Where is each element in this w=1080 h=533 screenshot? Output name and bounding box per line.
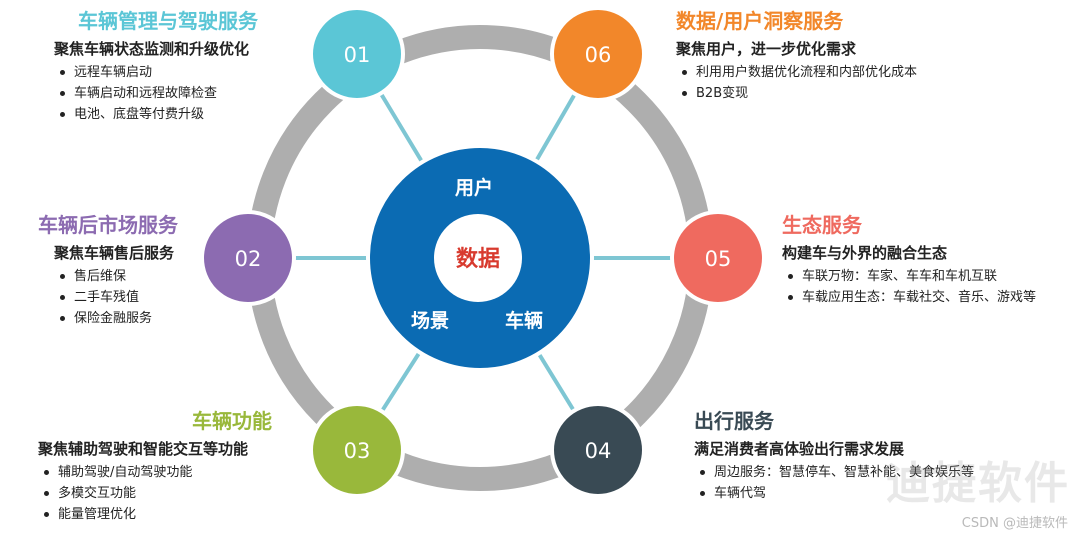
node-02: 02 [200,210,296,306]
bullet-item: 电池、底盘等付费升级 [60,104,258,125]
center-left-label: 场景 [411,310,449,332]
service-title-04: 出行服务 [694,409,774,433]
bullet-item: 周边服务：智慧停车、智慧补能、美食娱乐等 [699,462,974,483]
center-core-label: 数据 [456,246,500,272]
service-title-03: 车辆功能 [192,409,272,433]
node-02-number: 02 [235,247,262,271]
service-title-05: 生态服务 [782,213,862,237]
bullet-item: 多模交互功能 [44,483,272,504]
node-01-number: 01 [344,43,371,67]
center-right-label: 车辆 [505,309,543,332]
node-03: 03 [309,402,405,498]
service-subtitle-04: 满足消费者高体验出行需求发展 [694,440,905,458]
service-title-01: 车辆管理与驾驶服务 [78,9,258,33]
service-subtitle-05: 构建车与外界的融合生态 [782,244,948,262]
bullet-item: 利用用户数据优化流程和内部优化成本 [681,62,917,83]
service-block-05: 生态服务 构建车与外界的融合生态 车联万物：车家、车车和车机互联 车载应用生态：… [782,212,1036,308]
center-top-label: 用户 [455,176,493,199]
node-05-number: 05 [705,247,732,271]
node-04-number: 04 [585,439,612,463]
service-subtitle-02: 聚焦车辆售后服务 [54,244,175,262]
bullet-item: 车辆启动和远程故障检查 [60,83,258,104]
service-subtitle-01: 聚焦车辆状态监测和升级优化 [54,40,250,58]
service-bullets-05: 车联万物：车家、车车和车机互联 车载应用生态：车载社交、音乐、游戏等 [782,266,1036,308]
service-block-01: 车辆管理与驾驶服务 聚焦车辆状态监测和升级优化 远程车辆启动 车辆启动和远程故障… [54,8,258,125]
service-subtitle-03: 聚焦辅助驾驶和智能交互等功能 [38,440,249,458]
service-bullets-02: 售后维保 二手车残值 保险金融服务 [54,266,178,329]
watermark-text: CSDN @迪捷软件 [961,516,1068,531]
node-05: 05 [670,210,766,306]
service-title-06: 数据/用户洞察服务 [676,9,844,33]
service-title-02: 车辆后市场服务 [38,213,178,237]
service-block-06: 数据/用户洞察服务 聚焦用户，进一步优化需求 利用用户数据优化流程和内部优化成本… [676,8,917,104]
center-core [434,214,522,302]
bullet-item: 售后维保 [60,266,178,287]
bullet-item: 车辆代驾 [699,483,974,504]
node-01: 01 [309,6,405,102]
node-03-number: 03 [344,439,371,463]
bullet-item: 二手车残值 [60,287,178,308]
bullet-item: 车载应用生态：车载社交、音乐、游戏等 [787,287,1036,308]
bullet-item: B2B变现 [681,83,917,104]
bullet-item: 能量管理优化 [44,504,272,525]
node-06: 06 [550,6,646,102]
node-04: 04 [550,402,646,498]
bullet-item: 远程车辆启动 [60,62,258,83]
service-block-03: 车辆功能 聚焦辅助驾驶和智能交互等功能 辅助驾驶/自动驾驶功能 多模交互功能 能… [38,408,272,525]
service-block-04: 出行服务 满足消费者高体验出行需求发展 周边服务：智慧停车、智慧补能、美食娱乐等… [694,408,974,504]
service-bullets-03: 辅助驾驶/自动驾驶功能 多模交互功能 能量管理优化 [38,462,272,525]
node-06-number: 06 [585,43,612,67]
bullet-item: 保险金融服务 [60,308,178,329]
service-bullets-01: 远程车辆启动 车辆启动和远程故障检查 电池、底盘等付费升级 [54,62,258,125]
service-bullets-06: 利用用户数据优化流程和内部优化成本 B2B变现 [676,62,917,104]
bullet-item: 车联万物：车家、车车和车机互联 [787,266,1036,287]
service-block-02: 车辆后市场服务 聚焦车辆售后服务 售后维保 二手车残值 保险金融服务 [38,212,178,329]
service-subtitle-06: 聚焦用户，进一步优化需求 [676,40,857,58]
service-bullets-04: 周边服务：智慧停车、智慧补能、美食娱乐等 车辆代驾 [694,462,974,504]
bullet-item: 辅助驾驶/自动驾驶功能 [44,462,272,483]
watermark-logo: 迪捷软件 [886,458,1070,509]
